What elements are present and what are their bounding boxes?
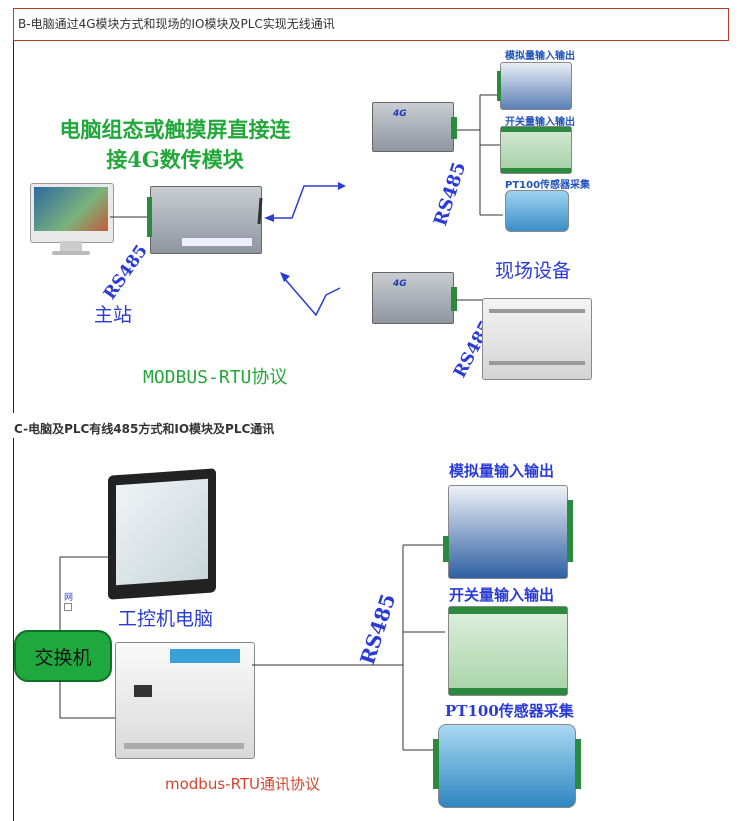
- left-border-b: [13, 41, 14, 413]
- b-pt100-module: [505, 190, 569, 232]
- section-b-headline: 电脑组态或触摸屏直接连 接4G数传模块: [30, 115, 320, 175]
- master-4g-module: [147, 186, 262, 254]
- b-switch-module: [500, 126, 572, 174]
- net-port-icon: [64, 603, 72, 611]
- section-c-title: C-电脑及PLC有线485方式和IO模块及PLC通讯: [14, 422, 275, 436]
- b-pt100-label: PT100传感器采集: [505, 180, 591, 191]
- monitor-cable: [110, 216, 154, 218]
- b-switch-label: 开关量输入输出: [505, 117, 575, 128]
- c-switch-module: [448, 606, 568, 696]
- b-protocol-label: MODBUS-RTU协议: [143, 367, 288, 388]
- computer-monitor: [30, 183, 114, 258]
- rs485-bus-c: [252, 544, 445, 751]
- antenna-icon: [257, 197, 263, 225]
- c-pt100-label: PT100传感器采集: [445, 702, 574, 720]
- headline-line2: 接4G数传模块: [106, 147, 244, 172]
- field-device-label: 现场设备: [495, 260, 572, 282]
- switch-label: 交换机: [34, 646, 92, 669]
- wireless-signal-arrow-bottom: [280, 272, 341, 317]
- c-plc-device: [115, 642, 255, 759]
- ipc-label: 工控机电脑: [118, 608, 214, 630]
- rs485-bus-top: [457, 94, 503, 216]
- headline-line1: 电脑组态或触摸屏直接连: [59, 117, 291, 142]
- b-analog-label: 模拟量输入输出: [505, 51, 575, 62]
- network-switch: 交换机: [14, 630, 112, 682]
- b-plc-device: [482, 298, 592, 380]
- c-pt100-module: [433, 724, 581, 808]
- remote-4g-module-top: 4G: [372, 102, 457, 152]
- remote-4g-module-bottom: 4G: [372, 272, 457, 324]
- c-protocol-label: modbus-RTU通讯协议: [165, 775, 321, 793]
- b-analog-module: [497, 62, 572, 110]
- industrial-pc: [108, 468, 220, 600]
- c-analog-module: [443, 485, 573, 579]
- c-analog-label: 模拟量输入输出: [449, 462, 555, 480]
- pc-switch-cable: [59, 556, 113, 631]
- left-border-c: [13, 438, 14, 821]
- switch-plc-cable: [59, 680, 123, 719]
- wireless-signal-arrow-top: [264, 182, 346, 222]
- section-b-title-box: B-电脑通过4G模块方式和现场的IO模块及PLC实现无线通讯: [13, 8, 729, 41]
- master-label: 主站: [94, 304, 133, 326]
- section-b-title: B-电脑通过4G模块方式和现场的IO模块及PLC实现无线通讯: [18, 17, 335, 31]
- net-label: 网: [64, 593, 74, 603]
- c-switch-label: 开关量输入输出: [449, 586, 555, 604]
